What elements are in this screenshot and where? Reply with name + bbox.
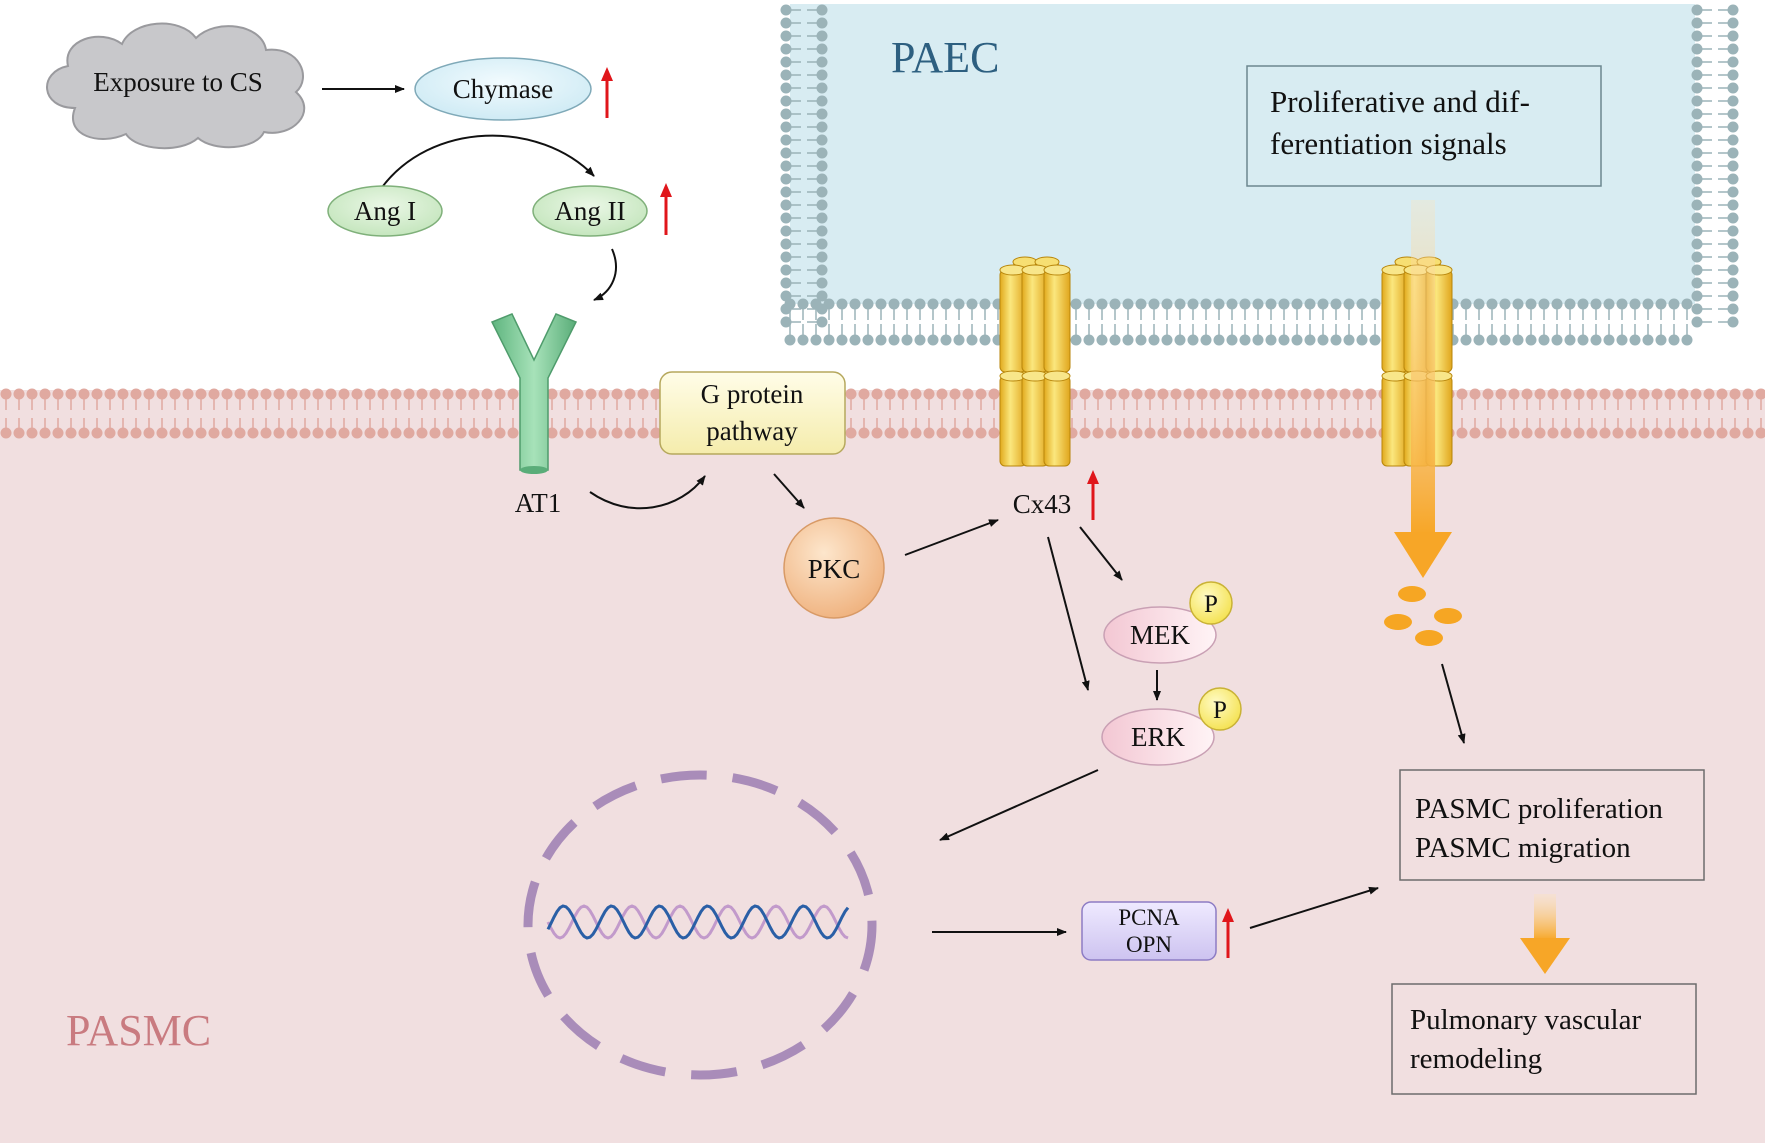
outcome-migration-label: PASMC migration xyxy=(1415,832,1631,864)
arrow-erk-nucleus xyxy=(939,769,1099,841)
nucleus-icon xyxy=(523,770,877,1080)
phospho-badge-mek xyxy=(1189,581,1233,625)
ang2-node xyxy=(532,185,648,237)
pasmc-label: PASMC xyxy=(66,1006,211,1055)
opn-label: OPN xyxy=(1126,932,1172,957)
arrow-at1-gprotein xyxy=(589,475,706,510)
paec-label: PAEC xyxy=(891,33,999,82)
ang2-label: Ang II xyxy=(554,196,625,226)
arrow-cx43-mek xyxy=(1079,526,1123,581)
mek-label: MEK xyxy=(1130,620,1191,650)
outcome-flow-arrow xyxy=(1520,894,1570,974)
ang1-node xyxy=(327,185,443,237)
arrow-pkc-cx43 xyxy=(904,519,999,556)
outcome-proliferation-label: PASMC proliferation xyxy=(1415,793,1663,825)
receptor-icon xyxy=(490,313,578,474)
outcome-remodeling-label: Pulmonary vascular xyxy=(1410,1004,1641,1036)
outcome-remodeling-label-2: remodeling xyxy=(1410,1043,1542,1075)
outcome-remodeling-box xyxy=(1391,983,1697,1095)
cx43-label: Cx43 xyxy=(1013,489,1072,519)
exposure-label: Exposure to CS xyxy=(93,67,263,97)
gprotein-box xyxy=(659,371,846,455)
outcome-proliferation-box xyxy=(1399,769,1705,881)
signals-label-2: ferentiation signals xyxy=(1270,126,1507,161)
erk-label: ERK xyxy=(1131,722,1186,752)
chymase-label: Chymase xyxy=(453,74,554,104)
phospho-badge-erk xyxy=(1198,687,1242,731)
chymase-node xyxy=(414,57,592,121)
gap-junction-icon xyxy=(999,256,1071,467)
pcna-opn-box xyxy=(1081,901,1217,961)
at1-label: AT1 xyxy=(515,488,562,518)
phospho-label-erk: P xyxy=(1213,697,1227,724)
arrow-gprotein-pkc xyxy=(773,473,805,509)
arrow-pcna-outcome xyxy=(1249,886,1379,929)
arrow-ang1-ang2 xyxy=(379,134,595,191)
signal-molecules xyxy=(1384,586,1462,646)
arrow-signals-outcome xyxy=(1441,663,1466,744)
signal-flow-arrow xyxy=(1394,200,1452,578)
erk-node xyxy=(1101,708,1215,766)
pkc-label: PKC xyxy=(808,554,861,584)
pcna-label: PCNA xyxy=(1118,905,1180,930)
ang1-label: Ang I xyxy=(354,196,416,226)
arrow-ang2-at1 xyxy=(593,248,617,301)
gprotein-label: G protein xyxy=(701,379,804,409)
pkc-node xyxy=(783,517,885,619)
dna-helix-icon xyxy=(546,904,850,940)
phospho-label-mek: P xyxy=(1204,591,1218,618)
gprotein-label-2: pathway xyxy=(706,416,798,446)
cloud-icon xyxy=(46,22,306,150)
paec-membrane xyxy=(780,4,1739,346)
signals-box xyxy=(1246,65,1602,187)
signals-label: Proliferative and dif- xyxy=(1270,84,1530,119)
mek-node xyxy=(1103,606,1217,664)
arrow-cx43-erk xyxy=(1047,536,1090,691)
